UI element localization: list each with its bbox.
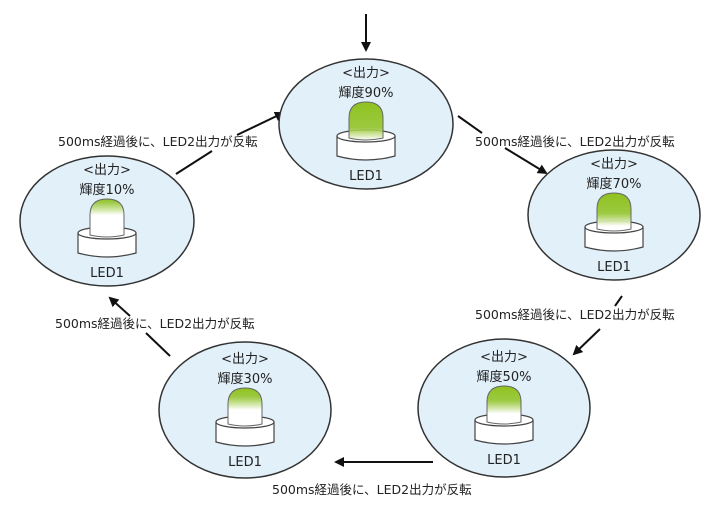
led-icon (215, 387, 275, 447)
brightness-label: 輝度30% (218, 371, 273, 387)
led-base (215, 422, 275, 447)
state-nodes: <出力>輝度90%LED1<出力>輝度70%LED1<出力>輝度50%LED1<… (19, 58, 701, 479)
led-name: LED1 (228, 455, 262, 470)
led-base (474, 420, 534, 445)
arrow-s30-s10 (110, 298, 171, 357)
transition-label-s30-s10: 500ms経過後に、LED2出力が反転 (55, 316, 255, 331)
state-header: <出力> (221, 352, 269, 367)
brightness-label: 輝度10% (80, 182, 135, 198)
transition-label-s90-s70: 500ms経過後に、LED2出力が反転 (475, 134, 675, 149)
state-node-s70: <出力> 輝度70% LED1 (527, 149, 701, 281)
transition-label-s70-s50: 500ms経過後に、LED2出力が反転 (475, 307, 675, 322)
led-dome (227, 387, 263, 427)
arrow-s70-s50 (574, 295, 623, 354)
state-header: <出力> (480, 350, 528, 365)
led-icon (77, 198, 137, 258)
led-base (584, 227, 644, 252)
led-dome (348, 101, 384, 141)
led-dome (596, 192, 632, 232)
led-name: LED1 (90, 266, 124, 281)
led-name: LED1 (487, 453, 521, 468)
arrow-s90-s70 (457, 115, 546, 173)
led-dome (486, 385, 522, 425)
led-icon (474, 385, 534, 445)
transition-label-s50-s30: 500ms経過後に、LED2出力が反転 (272, 482, 472, 497)
led-dome (89, 198, 125, 238)
state-header: <出力> (83, 163, 131, 178)
arrow-s10-s90 (175, 113, 283, 175)
state-header: <出力> (342, 66, 390, 81)
state-node-s50: <出力> 輝度50% LED1 (417, 338, 591, 478)
led-icon (584, 192, 644, 252)
led-icon (336, 101, 396, 161)
brightness-label: 輝度50% (477, 369, 532, 385)
state-header: <出力> (590, 157, 638, 172)
led-base (77, 233, 137, 258)
led-name: LED1 (349, 169, 383, 184)
brightness-label: 輝度90% (339, 85, 394, 101)
led-name: LED1 (597, 260, 631, 275)
transition-arrows (110, 113, 623, 467)
state-node-s10: <出力> 輝度10% LED1 (19, 155, 195, 287)
state-node-s30: <出力> 輝度30% LED1 (158, 341, 332, 479)
state-node-s90: <出力> 輝度90% LED1 (278, 58, 454, 190)
transition-label-s10-s90: 500ms経過後に、LED2出力が反転 (58, 134, 258, 149)
led-base (336, 136, 396, 161)
brightness-label: 輝度70% (587, 176, 642, 192)
